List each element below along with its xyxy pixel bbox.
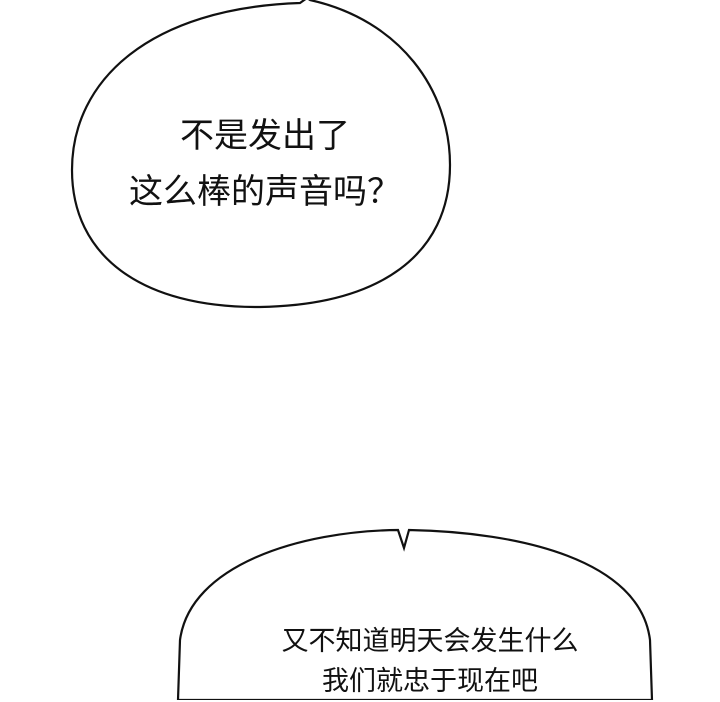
bubble-line: 这么棒的声音吗？ (129, 172, 401, 212)
speech-bubble-2 (176, 528, 654, 700)
bubble-line: 不是发出了 (180, 116, 350, 156)
speech-bubble-1-text: 不是发出了 这么棒的声音吗？ (100, 108, 430, 220)
bubble-line: 我们就忠于现在吧 (322, 666, 538, 697)
speech-bubble-1 (70, 0, 452, 309)
speech-bubble-2-text: 又不知道明天会发生什么 我们就忠于现在吧 (230, 622, 630, 702)
bubble-line: 又不知道明天会发生什么 (281, 626, 579, 657)
